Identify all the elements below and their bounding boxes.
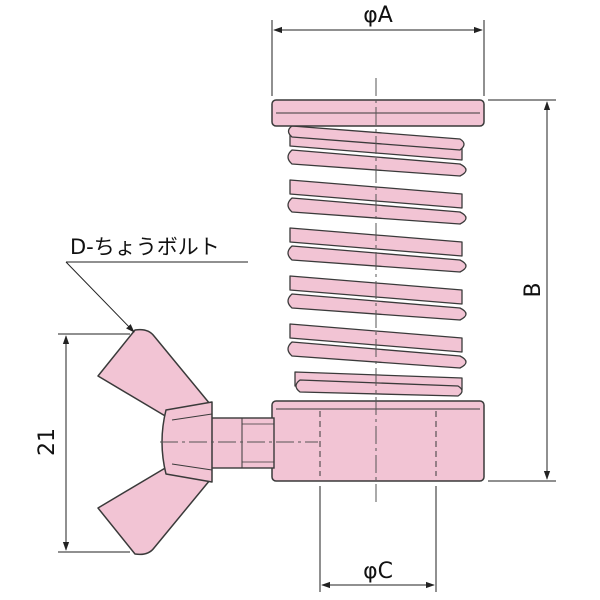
- wing-nut: [97, 328, 213, 556]
- dim-b: [488, 99, 556, 482]
- dim-phi-c: [319, 486, 437, 592]
- label-phi-a: φA: [363, 3, 393, 28]
- bolt-shank: [209, 417, 275, 469]
- bottom-base: [271, 400, 485, 482]
- label-wing-span: 21: [35, 428, 60, 456]
- label-phi-c: φC: [363, 559, 393, 584]
- label-b: B: [521, 282, 546, 297]
- dim-phi-a: [271, 20, 485, 96]
- spring-right-tips: [459, 163, 467, 369]
- center-lines: [160, 78, 377, 505]
- bolt-callout-leader: [65, 261, 248, 333]
- top-plate: [271, 99, 485, 127]
- dim-wing-span: [58, 333, 130, 553]
- label-bolt-callout: D-ちょうボルト: [70, 235, 220, 259]
